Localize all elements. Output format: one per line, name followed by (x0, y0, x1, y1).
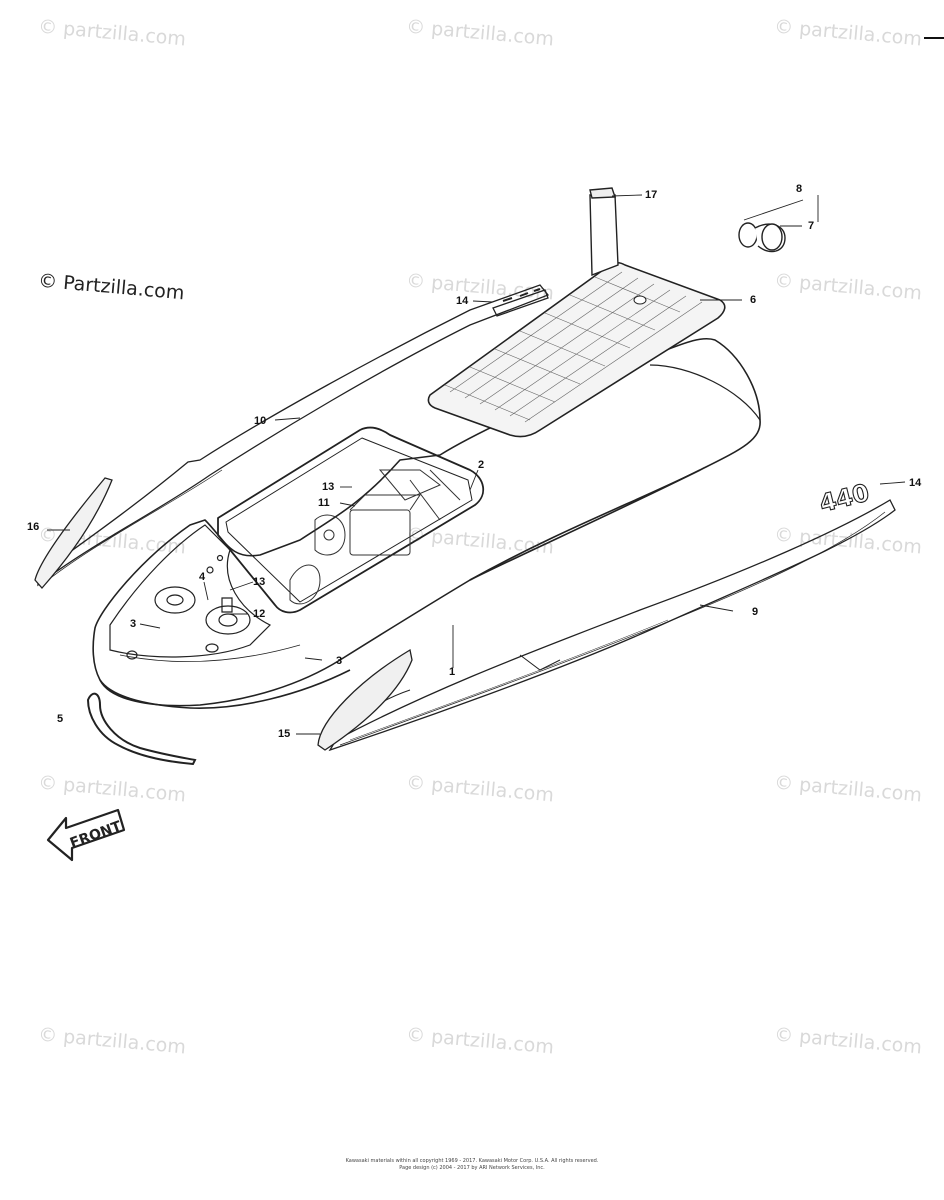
part-5-handle (86, 692, 197, 766)
cockpit-mechanism (289, 469, 461, 605)
part-7-8-cap (738, 222, 786, 253)
callout-15: 15 (278, 728, 291, 740)
callout-2: 2 (478, 459, 485, 471)
callout-1: 1 (449, 666, 456, 678)
part-14-emblem-440: 440 (816, 478, 872, 518)
part-16-decal (34, 477, 113, 589)
deck-mat-grid (444, 271, 703, 423)
callout-12: 12 (253, 608, 266, 620)
callout-13-lower: 13 (253, 576, 266, 588)
callout-5: 5 (57, 713, 64, 725)
footer-page-design: Page design (c) 2004 - 2017 by ARI Netwo… (399, 1165, 545, 1171)
callout-7: 7 (808, 220, 815, 232)
part-17-post (589, 187, 619, 277)
stripe-left (37, 284, 550, 587)
callout-14-right: 14 (909, 477, 922, 489)
footer-copyright: Kawasaki materials within all copyright … (345, 1158, 599, 1164)
deck-mat (427, 261, 726, 438)
emblem-440-text: 440 (817, 479, 872, 518)
stripe-right (328, 499, 896, 752)
part-15-decal (317, 648, 413, 751)
callout-6: 6 (750, 294, 757, 306)
callout-14-upper: 14 (456, 295, 469, 307)
leader-lines (47, 194, 906, 735)
hull-body (92, 337, 761, 709)
callout-10: 10 (254, 415, 267, 427)
cockpit-opening (217, 426, 484, 614)
front-arrow: FRONT (46, 808, 126, 862)
callout-9: 9 (752, 606, 759, 618)
callout-8: 8 (796, 183, 803, 195)
part-14-emblem-upper (492, 288, 549, 317)
callout-3-right: 3 (336, 655, 343, 667)
callout-11: 11 (318, 497, 330, 509)
callout-13-upper: 13 (322, 481, 335, 493)
callout-4: 4 (199, 571, 206, 583)
front-deck (109, 524, 272, 660)
callout-16: 16 (27, 521, 40, 533)
callout-3-left: 3 (130, 618, 137, 630)
callout-17: 17 (645, 189, 658, 201)
